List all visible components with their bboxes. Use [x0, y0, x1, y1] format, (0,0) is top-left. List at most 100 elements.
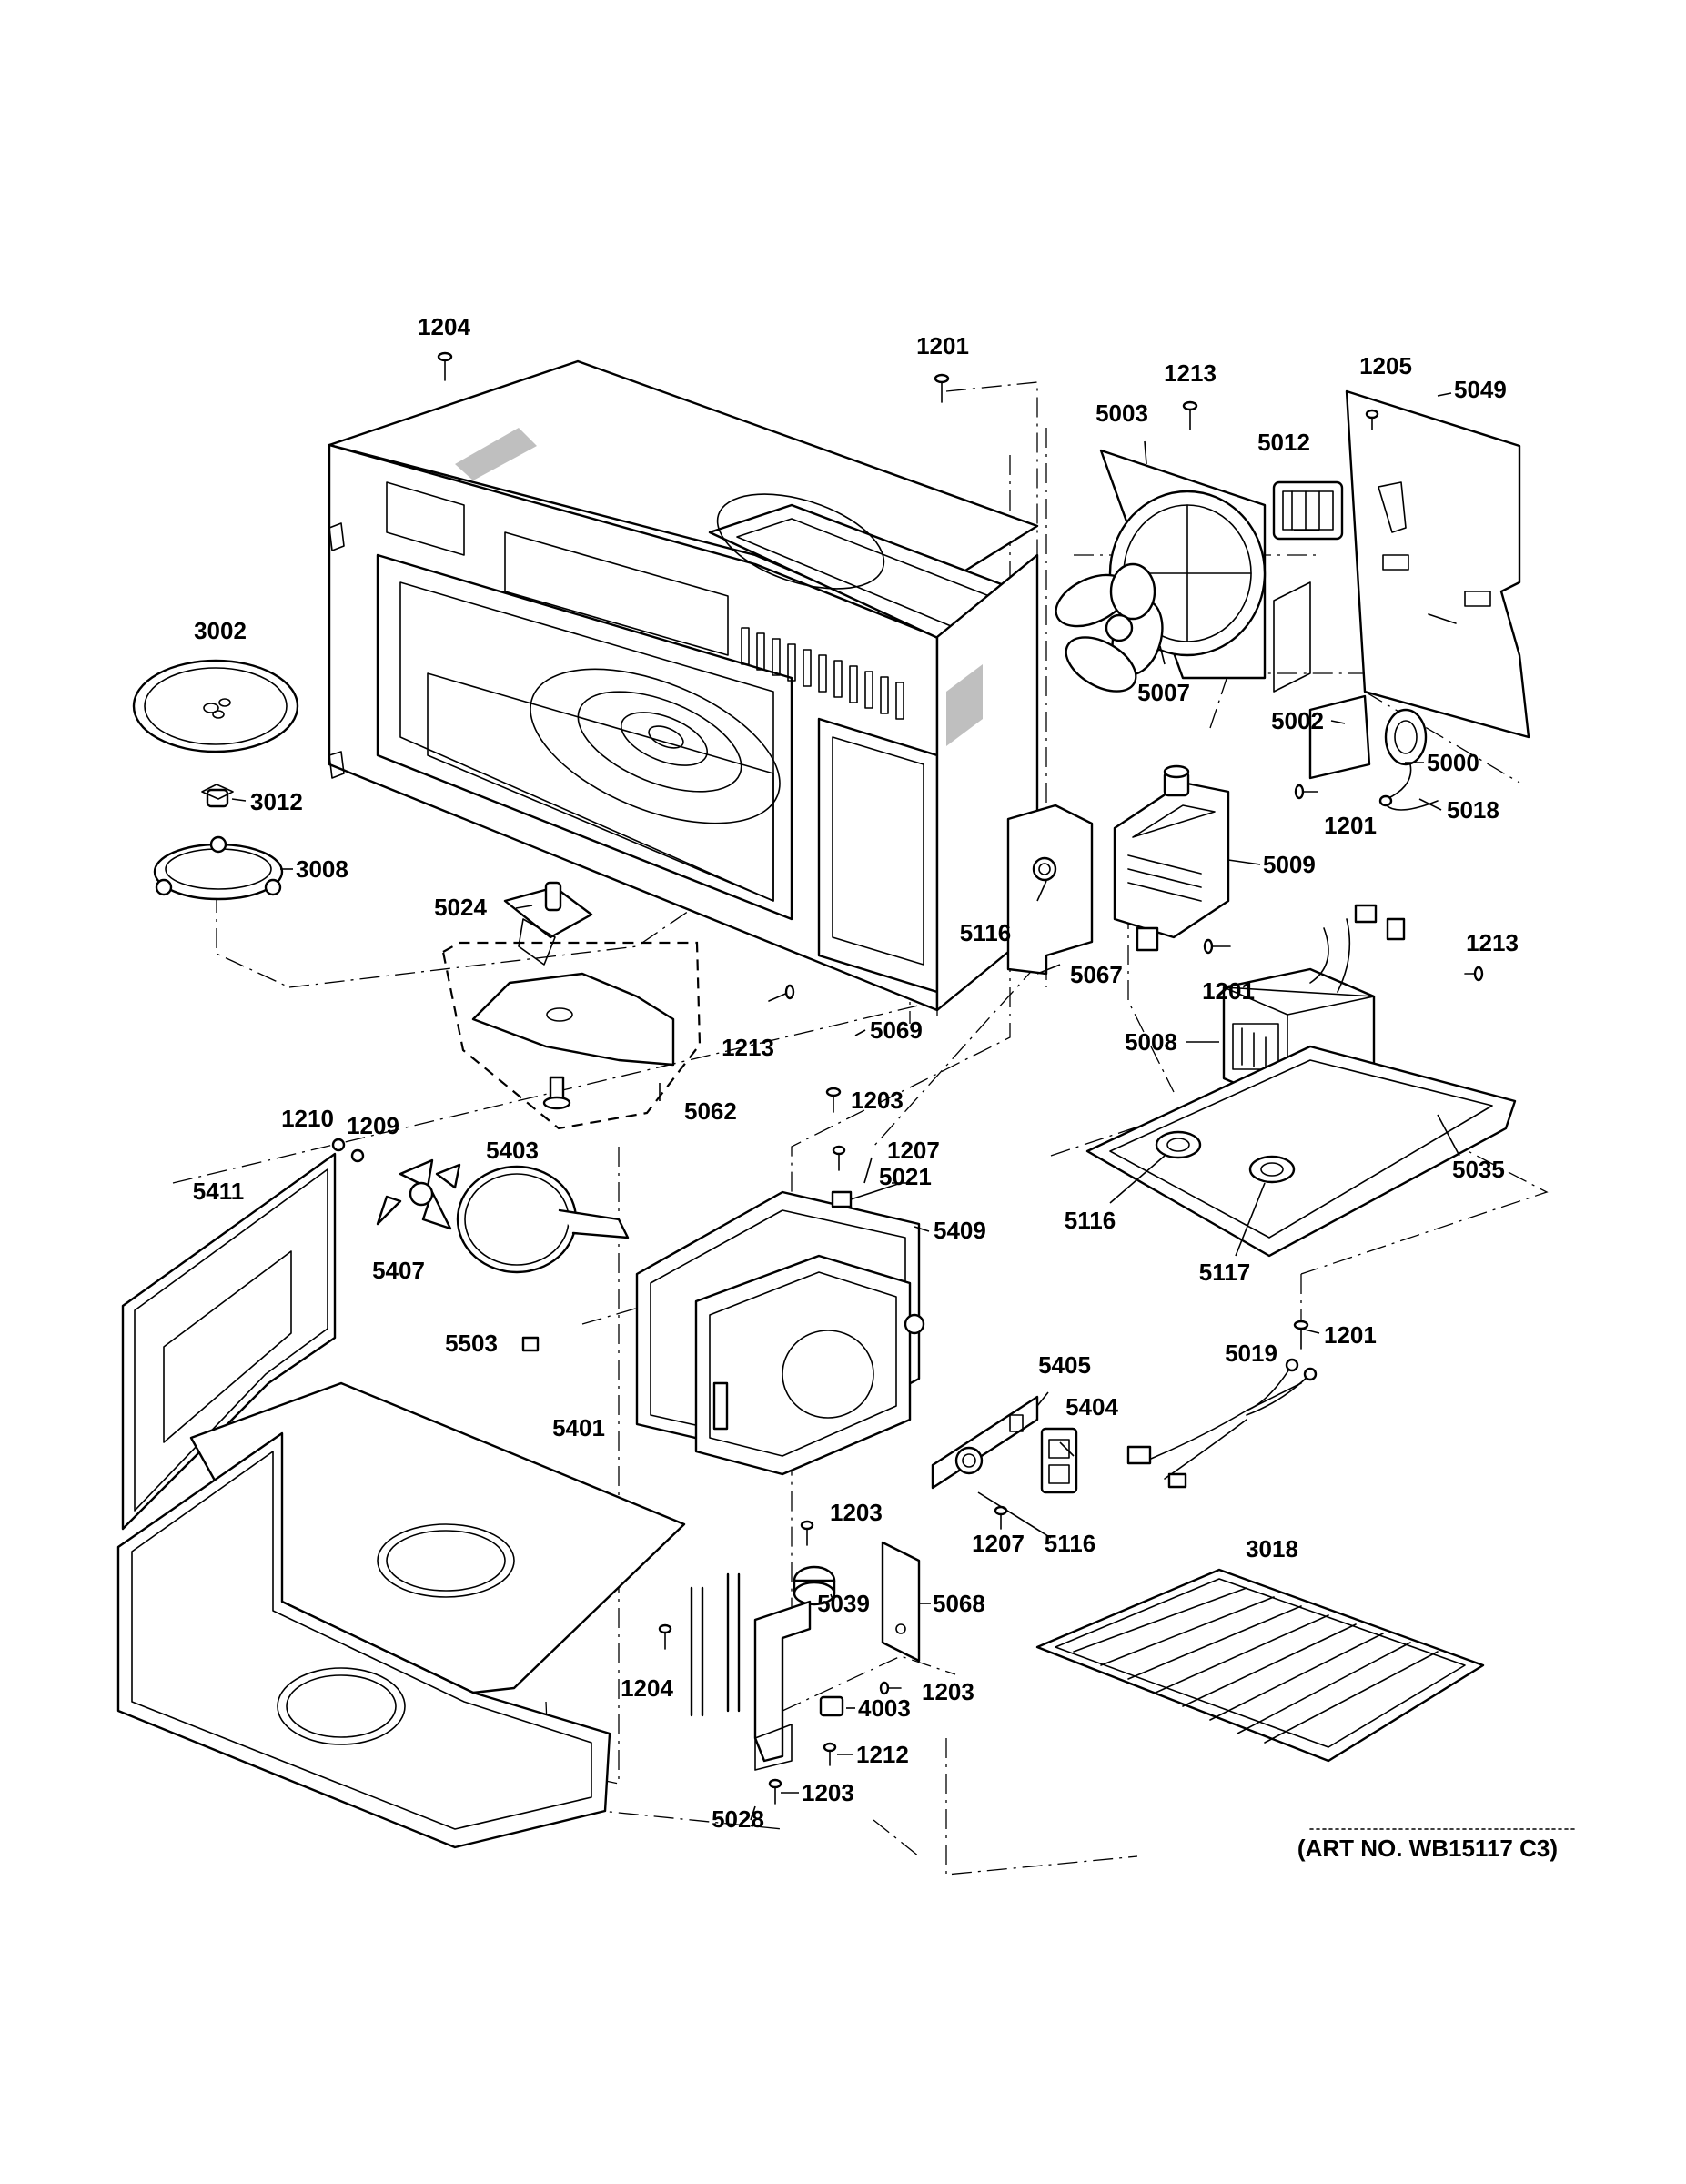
screw-1205: [1365, 409, 1379, 430]
callout-5401: 5401: [552, 1414, 605, 1441]
control-bracket: [931, 1395, 1039, 1490]
screw-1204-top: [437, 351, 453, 381]
wire-harness: [1126, 1358, 1318, 1489]
callout-3018: 3018: [1246, 1535, 1298, 1562]
callout-5405: 5405: [1038, 1351, 1091, 1379]
turntable-tray: [132, 659, 299, 753]
callout-5024: 5024: [434, 894, 487, 921]
door-switch: [1040, 1427, 1078, 1494]
rear-panel: [1345, 389, 1530, 739]
callout-5008: 5008: [1125, 1028, 1177, 1056]
callout-5069: 5069: [870, 1016, 923, 1044]
convection-housing: [635, 1190, 925, 1476]
callout-1213-mid: 1213: [722, 1034, 774, 1061]
callout-5012: 5012: [1257, 429, 1310, 456]
fan-blade: [1055, 562, 1164, 693]
callout-5039: 5039: [817, 1590, 870, 1617]
callout-5028: 5028: [712, 1805, 764, 1833]
callout-5062: 5062: [684, 1097, 737, 1125]
callout-5021: 5021: [879, 1163, 932, 1190]
callout-3002: 3002: [194, 617, 247, 644]
callout-5018: 5018: [1447, 796, 1499, 824]
callout-5000: 5000: [1427, 749, 1479, 776]
main-cavity-assembly: [328, 359, 1039, 1012]
roller-ring: [153, 835, 284, 901]
art-number-block: (ART NO. WB15117 C3): [1297, 1828, 1575, 1862]
callout-5003: 5003: [1095, 399, 1148, 427]
callout-1204-low: 1204: [621, 1674, 673, 1702]
screw-1210: [331, 1138, 346, 1152]
callout-5035: 5035: [1452, 1156, 1505, 1183]
callout-1201-low: 1201: [1324, 1321, 1377, 1349]
base-plate: [1085, 1045, 1517, 1258]
cavity-liner: [116, 1431, 611, 1849]
callout-1204-top: 1204: [418, 313, 470, 340]
screw-1207-top: [832, 1145, 846, 1171]
screw-1213-right: [1464, 966, 1484, 982]
callout-1212: 1212: [856, 1741, 909, 1768]
callout-1203-a: 1203: [851, 1087, 904, 1114]
heating-element: [456, 1165, 630, 1274]
callout-1210: 1210: [281, 1105, 334, 1132]
callout-5067: 5067: [1070, 961, 1123, 988]
screw-1213-mid: [768, 984, 795, 1002]
sensor-5503: [521, 1336, 540, 1352]
callout-1213-top: 1213: [1164, 359, 1217, 387]
art-number: (ART NO. WB15117 C3): [1297, 1835, 1558, 1862]
screw-1212: [823, 1742, 837, 1766]
callout-1207-low: 1207: [972, 1530, 1025, 1557]
damper-assembly: [1308, 694, 1439, 811]
oven-rack: [1035, 1568, 1485, 1763]
vent-slots: [741, 627, 904, 720]
callout-5049: 5049: [1454, 376, 1507, 403]
screw-1204-low: [658, 1623, 672, 1650]
screw-1203-d: [768, 1778, 782, 1805]
turntable-coupler: [201, 784, 234, 808]
callout-1201-mag: 1201: [1202, 977, 1255, 1005]
callout-5002: 5002: [1271, 707, 1324, 734]
callout-5009: 5009: [1263, 851, 1316, 878]
screw-1203-b: [800, 1520, 814, 1546]
screw-1213-top: [1182, 400, 1198, 430]
callout-5116-low: 5116: [1045, 1530, 1095, 1557]
screw-1207-low: [994, 1505, 1008, 1530]
stirrer-blade: [503, 881, 593, 966]
callout-1203-d: 1203: [802, 1779, 854, 1806]
leader-lines: [231, 392, 1460, 1821]
callout-1205: 1205: [1359, 352, 1412, 379]
stirrer-cover-dashed: [441, 941, 702, 1130]
inner-door-panel: [121, 1152, 337, 1531]
callout-1203-b: 1203: [830, 1499, 883, 1526]
callout-5007: 5007: [1137, 679, 1190, 706]
callout-5117: 5117: [1199, 1259, 1250, 1286]
magnetron: [1113, 764, 1230, 952]
callout-5409: 5409: [934, 1217, 986, 1244]
fan-motor: [1272, 480, 1344, 541]
screw-1201-mag: [1203, 938, 1231, 955]
callout-1213-right: 1213: [1466, 929, 1519, 956]
callout-5503: 5503: [445, 1330, 498, 1357]
screw-1201-low: [1293, 1320, 1309, 1350]
screw-1201-fan: [1294, 784, 1318, 800]
callout-5019: 5019: [1225, 1340, 1277, 1367]
rails: [690, 1572, 741, 1717]
magnetron-bracket: [1006, 804, 1094, 976]
bracket-5068: [881, 1541, 921, 1663]
callout-1201-fan: 1201: [1324, 812, 1377, 839]
callout-5403: 5403: [486, 1137, 539, 1164]
sensor-4003: [819, 1695, 844, 1717]
screw-1209: [350, 1148, 365, 1163]
bracket-5028: [753, 1600, 812, 1771]
screw-1201-top: [934, 373, 950, 403]
callout-5407: 5407: [372, 1257, 425, 1284]
callout-1203-c: 1203: [922, 1678, 974, 1705]
convection-fan-blade: [376, 1158, 461, 1230]
thermal-cutout-5039: [793, 1565, 836, 1606]
callout-5116-tray: 5116: [1065, 1207, 1116, 1234]
callout-1201-top: 1201: [916, 332, 969, 359]
callout-5411: 5411: [193, 1178, 244, 1205]
transformer-wires: [1309, 904, 1406, 993]
callout-labels: 1204 1201 1213 1205 5049 5003 5012 3002 …: [193, 313, 1519, 1833]
callout-5068: 5068: [933, 1590, 985, 1617]
